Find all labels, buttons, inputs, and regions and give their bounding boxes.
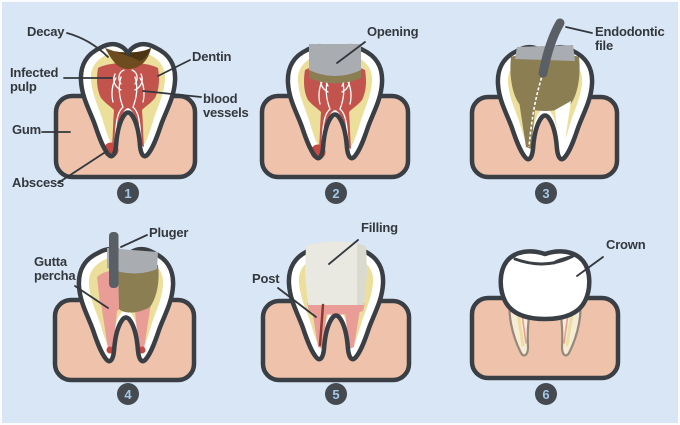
gutta-percha-canal (101, 303, 117, 351)
panel-2-illustration (259, 41, 411, 180)
label-connector (157, 59, 191, 77)
drilled-opening (107, 248, 158, 274)
decay-label: Decay (27, 24, 65, 39)
infected-pulp-label: Infected pulp (10, 65, 59, 95)
gutta-percha-canal (135, 303, 151, 351)
step-2-badge: 2 (325, 182, 347, 204)
abscess-label: Abscess (12, 175, 65, 190)
filling-label: Filling (361, 220, 398, 235)
endodontic-file-label: Endodontic file (595, 24, 665, 54)
cavity-region (118, 263, 159, 313)
cleaned-cavity (510, 53, 580, 111)
empty-canal (555, 101, 571, 149)
dentin-label: Dentin (192, 49, 232, 64)
crown-label: Crown (606, 237, 646, 252)
panel-4-illustration (52, 232, 197, 383)
label-connector (66, 32, 109, 58)
label-connector (120, 234, 148, 248)
step-3-badge: 3 (535, 182, 557, 204)
label-connector (565, 26, 593, 34)
plugger-tool (109, 232, 119, 288)
crown-cap (500, 251, 590, 319)
post-label: Post (252, 271, 280, 286)
step-4-badge: 4 (117, 383, 139, 405)
gutta-percha-label: Gutta percha (34, 254, 76, 284)
step-6-badge: 6 (535, 383, 557, 405)
filling-block (305, 241, 367, 305)
file-tip-line (528, 72, 544, 148)
gum-label: Gum (12, 122, 42, 137)
filling-edge-shade (357, 243, 367, 305)
pluger-label: Pluger (149, 225, 189, 240)
endodontic-file-tool (538, 18, 565, 78)
panel-1-illustration (41, 32, 202, 184)
blood-vessels-label: blood vessels (203, 91, 249, 121)
label-connector (328, 239, 359, 265)
panel-3-illustration (469, 18, 620, 180)
label-connector (142, 90, 202, 98)
gutta-percha-canal (345, 303, 361, 349)
label-connector (576, 256, 604, 277)
opening-label: Opening (367, 24, 419, 39)
label-connector (74, 285, 109, 309)
crown-groove (513, 253, 576, 266)
step-5-badge: 5 (325, 383, 347, 405)
post-pin (318, 303, 325, 347)
drilled-opening (309, 44, 361, 76)
label-connector (277, 287, 317, 318)
crown-outline (498, 249, 592, 322)
cleaned-canal (519, 101, 535, 149)
panel-6-illustration (469, 249, 621, 381)
step-1-badge: 1 (117, 182, 139, 204)
label-connector (336, 41, 366, 64)
opening-floor (309, 70, 361, 84)
panel-5-illustration (260, 239, 412, 383)
label-connector (57, 150, 108, 184)
